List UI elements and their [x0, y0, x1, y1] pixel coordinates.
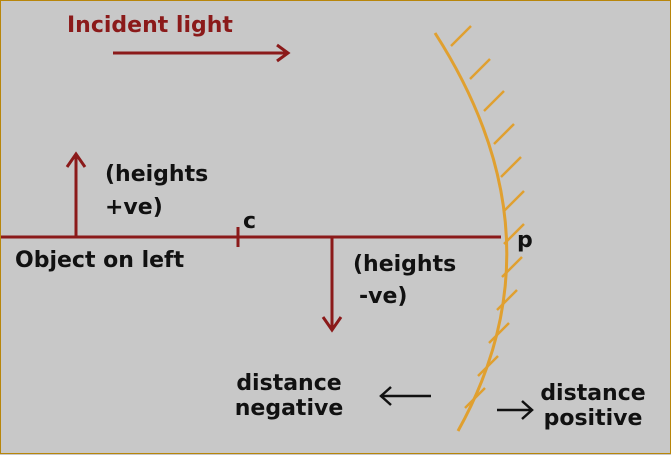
- object-arrow-up: [65, 151, 87, 237]
- heights-positive-line2: +ve): [105, 195, 163, 220]
- pole-label: p: [517, 228, 533, 253]
- heights-negative-line2: -ve): [359, 284, 408, 309]
- object-on-left-label: Object on left: [15, 248, 185, 273]
- distance-positive-arrow: [497, 400, 534, 420]
- distance-positive-line2: positive: [543, 406, 643, 431]
- heights-negative-line1: (heights: [353, 252, 457, 277]
- distance-negative-line1: distance: [236, 371, 342, 396]
- incident-light-label: Incident light: [67, 13, 233, 38]
- incident-light-arrow: [113, 43, 291, 63]
- distance-positive-line1: distance: [540, 381, 646, 406]
- center-of-curvature-label: c: [243, 209, 257, 234]
- distance-negative-arrow: [379, 386, 431, 406]
- distance-negative-line2: negative: [234, 396, 344, 421]
- heights-positive-line1: (heights: [105, 162, 209, 187]
- image-arrow-down: [321, 237, 343, 333]
- concave-mirror: [433, 25, 525, 432]
